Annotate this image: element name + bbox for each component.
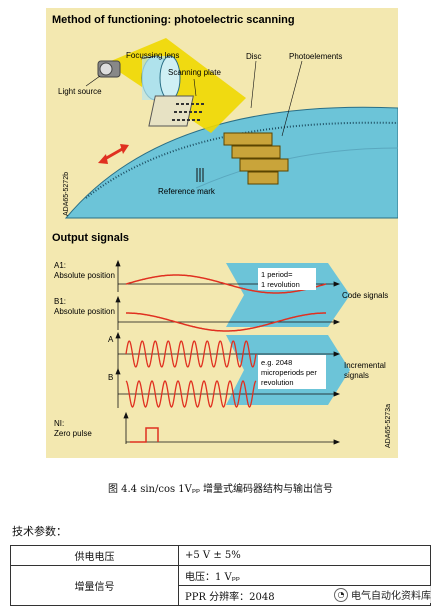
label-disc: Disc — [246, 52, 262, 61]
micro-note-line1: e.g. 2048 — [261, 358, 292, 367]
focussing-lens-icon — [141, 55, 181, 101]
disc-shape — [64, 106, 398, 219]
code-signals-chevron — [226, 263, 350, 327]
signal-b1-label: B1: — [54, 297, 66, 306]
label-reference-mark: Reference mark — [158, 187, 216, 196]
rotation-arrow-icon — [98, 144, 129, 164]
diagram-title: Method of functioning: photoelectric sca… — [52, 14, 295, 26]
label-scanning-plate: Scanning plate — [168, 68, 221, 77]
micro-note-line3: revolution — [261, 378, 294, 387]
label-photoelements: Photoelements — [289, 52, 342, 61]
signal-a1-sub: Absolute position — [54, 271, 115, 280]
spec-key: 增量信号 — [10, 565, 179, 606]
wave-a1 — [125, 274, 327, 294]
params-title: 技术参数： — [12, 525, 67, 538]
signal-b1-sub: Absolute position — [54, 307, 115, 316]
period-note-line1: 1 period= — [261, 270, 293, 279]
spec-key: 供电电压 — [10, 545, 179, 566]
output-signals-title: Output signals — [52, 232, 129, 244]
spec-value: 电压：1 Vₚₚ — [178, 565, 431, 586]
signal-a-label: A — [108, 335, 114, 344]
light-source-icon — [97, 60, 121, 78]
table-row: 增量信号 电压：1 Vₚₚ — [10, 565, 431, 606]
wechat-icon: ◔ — [334, 587, 348, 602]
signal-a1-label: A1: — [54, 261, 66, 270]
label-focussing-lens: Focussing lens — [126, 51, 179, 60]
label-light-source: Light source — [58, 87, 102, 96]
disc-inner-ring — [195, 147, 398, 189]
incremental-label-2: signals — [344, 371, 369, 380]
scanning-plate-icon — [148, 95, 206, 127]
photoelements-icon — [223, 132, 289, 185]
spec-value: +5 V ± 5% — [178, 545, 431, 566]
encoder-figure: Method of functioning: photoelectric sca… — [46, 8, 398, 458]
code-signals-label: Code signals — [342, 291, 388, 300]
micro-note-line2: microperiods per — [261, 368, 317, 377]
figure-caption: 图 4.4 sin/cos 1Vₚₚ 增量式编码器结构与输出信号 — [107, 484, 334, 495]
signal-b-label: B — [108, 373, 113, 382]
disc-track — [85, 121, 398, 199]
wave-b — [125, 380, 257, 408]
wave-b1 — [126, 312, 326, 332]
period-note: 1 period= 1 revolution — [258, 268, 316, 290]
code-top: ADA65-5272b — [63, 172, 70, 216]
watermark: ◔ 电气自动化资料库 — [332, 586, 433, 603]
signal-ni-label: NI: — [54, 419, 64, 428]
table-row: 供电电压 +5 V ± 5% — [10, 545, 431, 566]
wave-a — [125, 340, 257, 368]
watermark-text: 电气自动化资料库 — [351, 591, 431, 602]
reference-mark-ticks — [196, 168, 204, 182]
period-note-line2: 1 revolution — [261, 280, 300, 289]
incremental-label-1: Incremental — [344, 361, 386, 370]
code-bottom: ADA65-5273a — [385, 404, 392, 448]
micro-note: e.g. 2048 microperiods per revolution — [258, 355, 326, 389]
encoder-diagram-svg: Method of functioning: photoelectric sca… — [52, 14, 398, 448]
signal-ni-sub: Zero pulse — [54, 429, 92, 438]
zero-pulse-wave — [130, 427, 159, 443]
